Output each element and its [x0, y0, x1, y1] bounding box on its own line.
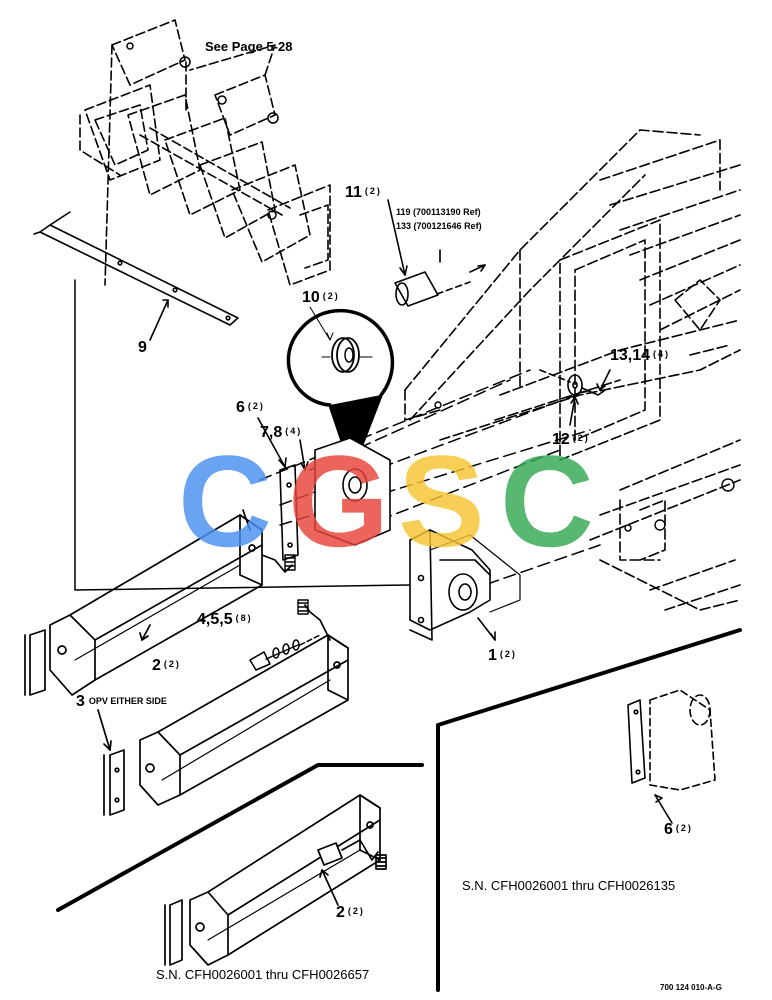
frame-outline [75, 280, 410, 590]
watermark-letter-s: S [398, 428, 485, 574]
part-1-bearing-block [410, 530, 520, 640]
callout-number: 3 [76, 693, 85, 710]
callout-qty: (2) [499, 649, 517, 659]
callout-6-variant: 6(2) [664, 822, 693, 838]
callout-qty: (2) [322, 291, 340, 301]
callout-qty: (2) [247, 401, 265, 411]
callout-2: 2(2) [152, 658, 181, 674]
callout-2-variant: 2(2) [336, 905, 365, 921]
watermark-letter-c2: C [500, 428, 594, 574]
page-reference: See Page 5-28 [205, 39, 293, 54]
callout-number: 10 [302, 289, 320, 306]
callout-qty: (2) [572, 433, 590, 443]
callout-number: 12 [552, 431, 570, 448]
serial-note-right: S.N. CFH0026001 thru CFH0026135 [462, 878, 676, 893]
callout-number: 11 [345, 184, 362, 201]
callout-7-8: 7,8(4) [260, 425, 302, 441]
callout-11: 11(2) [345, 185, 382, 201]
callout-number: 6 [236, 399, 245, 416]
callout-13-14: 13,14(4) [610, 348, 670, 364]
machine-frame [405, 130, 740, 610]
callout-qty: (2) [364, 186, 382, 196]
callout-qty: (2) [163, 659, 181, 669]
part-6-plate [258, 418, 308, 560]
callout-number: 2 [152, 657, 161, 674]
callout-number: 1 [488, 647, 497, 664]
bottom-variant-inset [58, 765, 422, 965]
ref-119: 119 (700113190 Ref) [396, 207, 481, 217]
part-11-bushing [388, 200, 485, 306]
wire-connector-upper [285, 555, 295, 570]
callout-qty: (4) [285, 426, 303, 436]
bearing-housing-upper [315, 438, 390, 545]
callout-number: 7,8 [260, 424, 283, 441]
callout-number: 2 [336, 904, 345, 921]
callout-number: 13,14 [610, 347, 651, 364]
callout-qty: (2) [675, 823, 693, 833]
ref-133: 133 (700121646 Ref) [396, 221, 482, 231]
right-variant-inset [438, 630, 740, 990]
drawing-number: 700 124 010-A-G [660, 983, 722, 992]
callout-12: 12(2) [552, 432, 590, 448]
callout-qty: (8) [235, 613, 253, 623]
cgsc-watermark: C G S C [178, 428, 594, 574]
part-2-beam-lower [98, 605, 348, 815]
callout-number: 6 [664, 821, 673, 838]
part-9-bar [34, 212, 238, 340]
upper-reference-assembly [80, 20, 330, 285]
callout-qty: (2) [347, 906, 365, 916]
callout-1: 1(2) [488, 648, 517, 664]
part-2-beam-upper [25, 510, 292, 695]
callout-note: OPV EITHER SIDE [88, 696, 167, 706]
wire-connector-lower [298, 600, 308, 614]
callout-6: 6(2) [236, 400, 265, 416]
callout-9: 9 [138, 340, 147, 356]
callout-qty: (4) [653, 349, 671, 359]
callout-number: 9 [138, 339, 147, 356]
serial-note-bottom: S.N. CFH0026001 thru CFH0026657 [156, 967, 370, 982]
callout-4-5: 4,5,5(8) [197, 612, 253, 628]
part-4-5-hardware [250, 635, 320, 670]
watermark-letter-c1: C [178, 428, 272, 574]
watermark-letter-g: G [288, 428, 389, 574]
callout-10: 10(2) [302, 290, 340, 306]
callout-number: 4,5,5 [197, 611, 233, 628]
